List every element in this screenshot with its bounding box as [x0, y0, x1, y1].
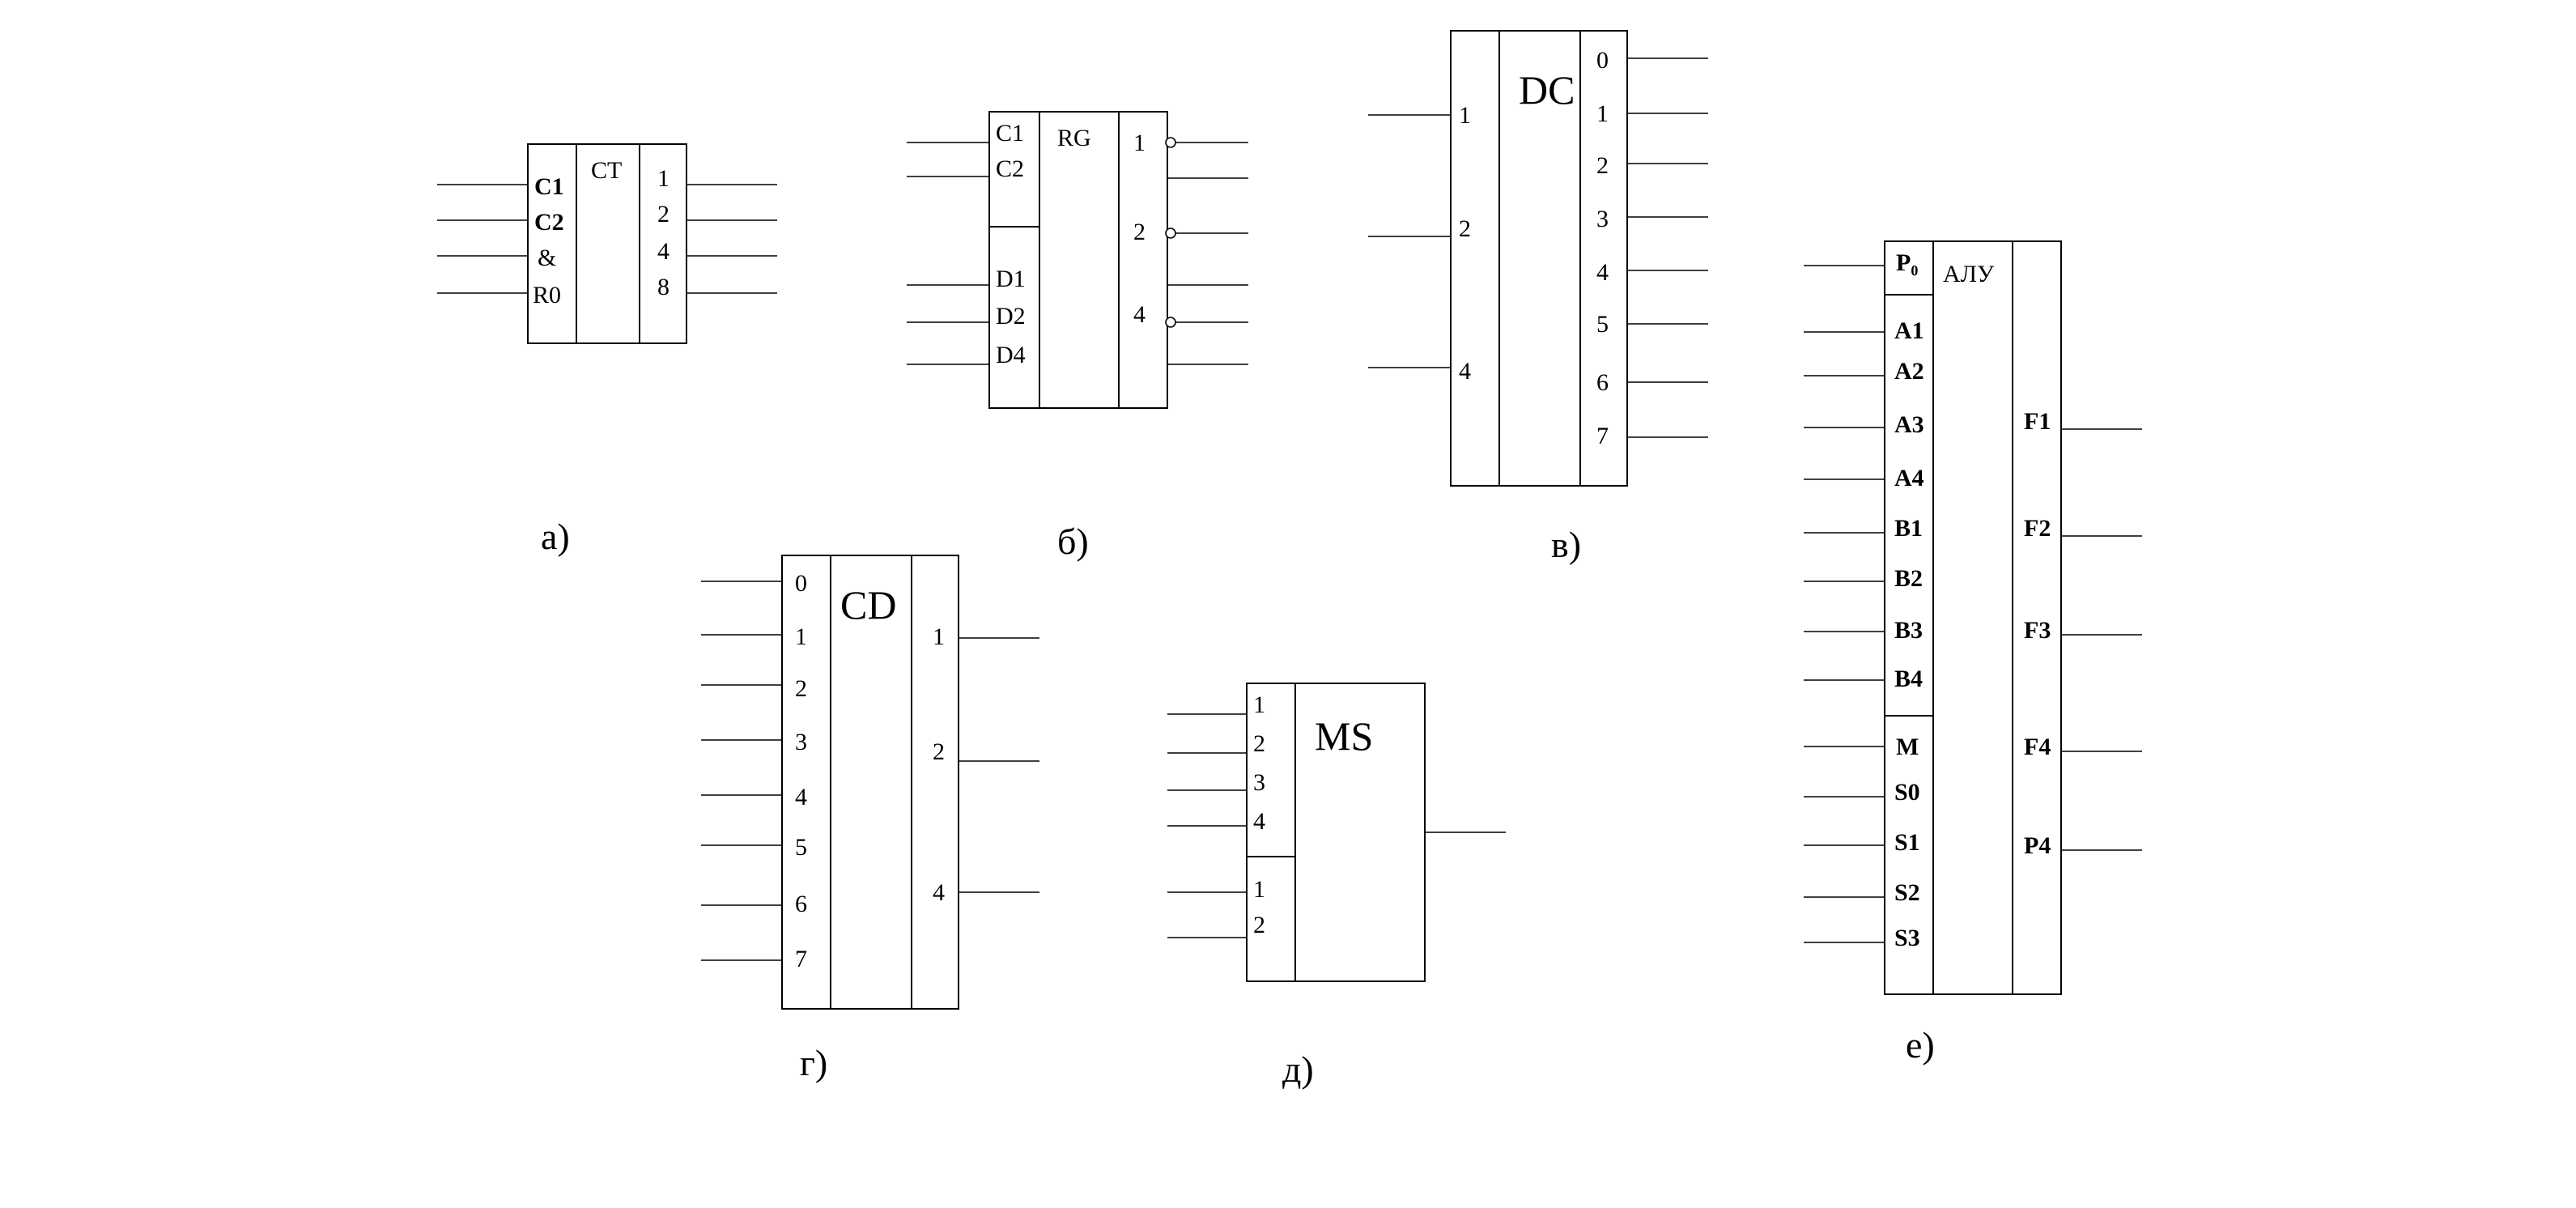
alu-output-f4-label: F4 [2024, 734, 2051, 760]
alu-output-f2-label: F2 [2024, 515, 2051, 542]
encoder-body [781, 555, 959, 1010]
encoder-input-6-label: 6 [795, 891, 807, 917]
register-body [988, 111, 1168, 409]
register-input-c1-label: C1 [996, 120, 1024, 147]
register-block: RG C1 C2 D1 D2 D4 1 2 4 б) [907, 111, 1248, 562]
multiplexer-data-input-1-label: 1 [1253, 691, 1265, 718]
counter-input-r0-label: R0 [533, 282, 561, 308]
counter-input-c1-label: C1 [534, 173, 564, 200]
decoder-output-6-label: 6 [1596, 369, 1609, 396]
alu-input-a1-label: A1 [1894, 317, 1924, 344]
multiplexer-data-input-3-label: 3 [1253, 769, 1265, 796]
counter-input-c2-label: C2 [534, 209, 564, 236]
multiplexer-data-input-4-label: 4 [1253, 808, 1265, 835]
register-caption: б) [1057, 521, 1089, 562]
counter-output-4-label: 4 [657, 238, 670, 265]
counter-body [527, 143, 687, 344]
register-output-4-label: 4 [1133, 301, 1146, 328]
decoder-output-4-label: 4 [1596, 259, 1609, 286]
encoder-input-7-label: 7 [795, 946, 807, 972]
alu-input-b2-label: B2 [1894, 565, 1923, 592]
counter-title: CT [591, 157, 622, 184]
decoder-output-2-label: 2 [1596, 152, 1609, 179]
counter-output-2-label: 2 [657, 201, 670, 228]
alu-title: АЛУ [1943, 261, 1995, 287]
decoder-output-3-label: 3 [1596, 206, 1609, 232]
counter-output-8-label: 8 [657, 274, 670, 300]
register-output-2-label: 2 [1133, 219, 1146, 245]
counter-caption: а) [541, 516, 570, 557]
decoder-title: DC [1519, 67, 1575, 113]
decoder-output-1-label: 1 [1596, 100, 1609, 127]
encoder-block: CD 0 1 2 3 4 5 6 7 1 2 4 г) [701, 555, 1039, 1083]
alu-output-f3-label: F3 [2024, 617, 2051, 644]
multiplexer-caption: д) [1282, 1048, 1314, 1090]
alu-input-b3-label: B3 [1894, 617, 1923, 644]
alu-input-s2-label: S2 [1894, 879, 1920, 906]
counter-block: CT C1 C2 & R0 1 2 4 8 а) [437, 143, 777, 557]
decoder-output-0-label: 0 [1596, 47, 1609, 74]
encoder-input-2-label: 2 [795, 675, 807, 702]
encoder-title: CD [840, 582, 896, 627]
decoder-output-7-label: 7 [1596, 423, 1609, 449]
alu-input-m-label: M [1896, 734, 1919, 760]
counter-output-1-label: 1 [657, 165, 670, 192]
alu-caption: е) [1906, 1024, 1935, 1066]
decoder-output-5-label: 5 [1596, 311, 1609, 338]
decoder-input-4-label: 4 [1459, 358, 1471, 385]
register-input-d2-label: D2 [996, 303, 1026, 330]
register-output-1-inversion-bubble [1165, 137, 1176, 148]
multiplexer-block: MS 1 2 3 4 1 2 д) [1167, 683, 1506, 1090]
encoder-output-4-label: 4 [933, 879, 945, 906]
counter-input-and-label: & [538, 245, 556, 271]
decoder-block: DC 1 2 4 0 1 2 3 4 5 6 7 в) [1368, 30, 1708, 565]
alu-carry-input-label: P₀ [1896, 249, 1918, 276]
alu-input-s1-label: S1 [1894, 829, 1920, 856]
encoder-output-1-label: 1 [933, 623, 945, 650]
register-output-1-label: 1 [1133, 130, 1146, 156]
alu-output-f1-label: F1 [2024, 408, 2051, 435]
decoder-input-1-label: 1 [1459, 102, 1471, 129]
register-output-2-inversion-bubble [1165, 228, 1176, 239]
alu-input-a3-label: A3 [1894, 411, 1924, 438]
decoder-caption: в) [1551, 524, 1581, 565]
register-input-c2-label: C2 [996, 155, 1024, 182]
alu-input-b1-label: B1 [1894, 515, 1923, 542]
alu-output-p4-label: P4 [2024, 832, 2051, 859]
decoder-body [1450, 30, 1628, 487]
register-output-4-inversion-bubble [1165, 317, 1176, 328]
alu-body [1884, 240, 2062, 995]
multiplexer-data-input-2-label: 2 [1253, 730, 1265, 757]
register-input-d1-label: D1 [996, 266, 1026, 292]
encoder-input-4-label: 4 [795, 784, 807, 810]
encoder-input-5-label: 5 [795, 834, 807, 861]
alu-input-a2-label: A2 [1894, 358, 1924, 385]
register-title: RG [1057, 125, 1091, 151]
encoder-input-3-label: 3 [795, 729, 807, 755]
alu-input-b4-label: B4 [1894, 666, 1923, 692]
alu-input-a4-label: A4 [1894, 465, 1924, 491]
multiplexer-title: MS [1315, 713, 1373, 759]
encoder-input-0-label: 0 [795, 570, 807, 597]
alu-input-s0-label: S0 [1894, 779, 1920, 806]
multiplexer-select-input-2-label: 2 [1253, 912, 1265, 938]
decoder-input-2-label: 2 [1459, 215, 1471, 242]
alu-block: АЛУ P₀ A1 A2 A3 A4 B1 B2 B3 B4 M S0 S1 S… [1804, 240, 2142, 1066]
encoder-input-1-label: 1 [795, 623, 807, 650]
multiplexer-select-input-1-label: 1 [1253, 876, 1265, 903]
encoder-output-2-label: 2 [933, 738, 945, 765]
register-input-d4-label: D4 [996, 342, 1026, 368]
encoder-caption: г) [800, 1042, 827, 1083]
alu-input-s3-label: S3 [1894, 925, 1920, 951]
